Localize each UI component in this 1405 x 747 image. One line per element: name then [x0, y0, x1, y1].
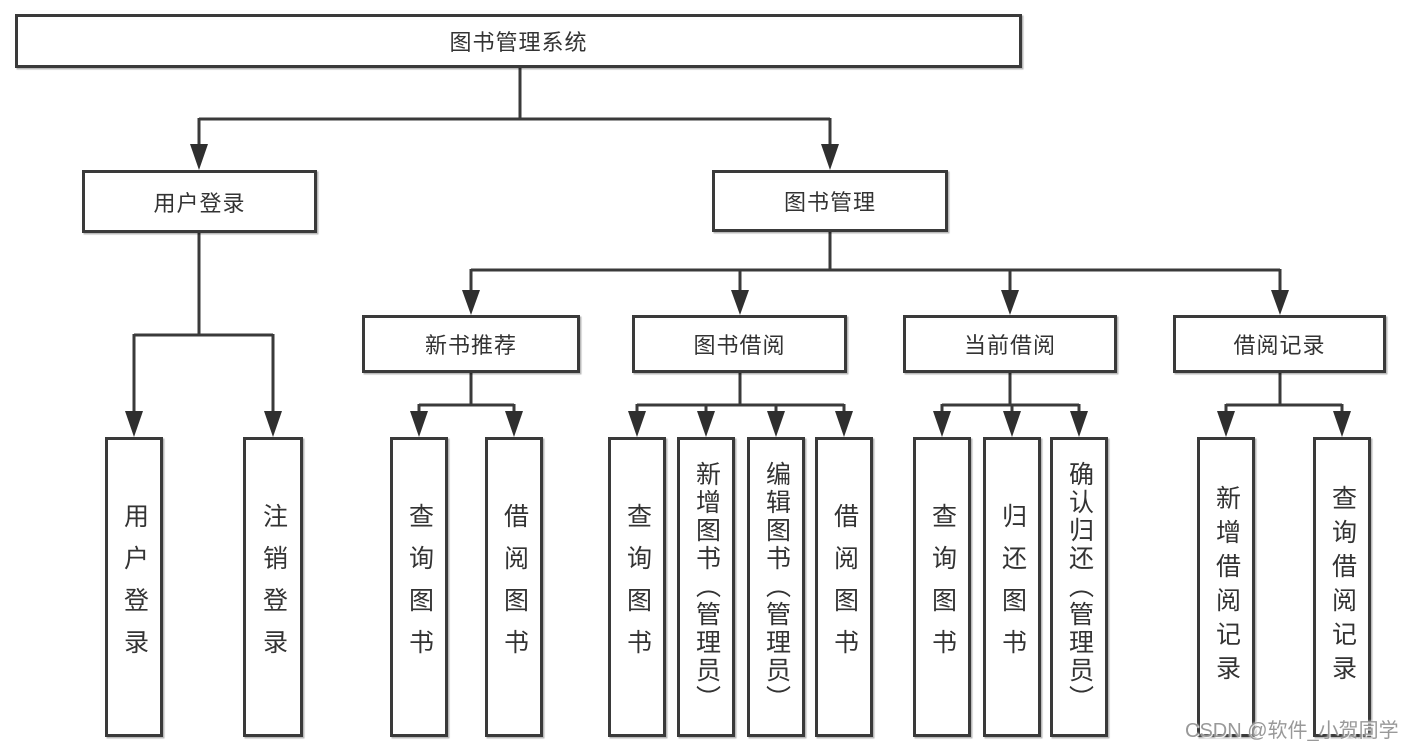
leaf-query-borrow-record-label: 查询借阅记录 — [1328, 485, 1357, 689]
csdn-watermark: CSDN @软件_小贺同学 — [1185, 720, 1399, 742]
leaf-borrow-books-borrow-label: 借阅图书 — [830, 503, 859, 671]
leaf-add-borrow-record: 新增借阅记录 — [1197, 437, 1255, 737]
node-user-login: 用户登录 — [82, 170, 317, 233]
leaf-user-login-label: 用户登录 — [120, 503, 149, 671]
leaf-query-books-borrow-label: 查询图书 — [623, 503, 652, 671]
leaf-add-borrow-record-label: 新增借阅记录 — [1212, 485, 1241, 689]
node-borrowing-records: 借阅记录 — [1173, 315, 1386, 373]
leaf-logout: 注销登录 — [243, 437, 303, 737]
leaf-confirm-return-admin: 确认归还（管理员） — [1050, 437, 1108, 737]
node-book-borrowing: 图书借阅 — [632, 315, 847, 373]
node-new-book-recommendation: 新书推荐 — [362, 315, 580, 373]
leaf-user-login: 用户登录 — [105, 437, 163, 737]
leaf-edit-books-admin: 编辑图书（管理员） — [747, 437, 805, 737]
leaf-query-books-current-label: 查询图书 — [928, 503, 957, 671]
leaf-return-books-label: 归还图书 — [998, 503, 1027, 671]
leaf-query-borrow-record: 查询借阅记录 — [1313, 437, 1371, 737]
leaf-add-books-admin: 新增图书（管理员） — [677, 437, 735, 737]
leaf-borrow-books-borrow: 借阅图书 — [815, 437, 873, 737]
node-library-management-system: 图书管理系统 — [15, 14, 1022, 68]
leaf-query-books-current: 查询图书 — [913, 437, 971, 737]
node-book-management: 图书管理 — [712, 170, 948, 232]
leaf-logout-label: 注销登录 — [259, 503, 288, 671]
leaf-query-books-borrow: 查询图书 — [608, 437, 666, 737]
leaf-borrow-books-recommend-label: 借阅图书 — [500, 503, 529, 671]
leaf-confirm-return-admin-label: 确认归还（管理员） — [1065, 461, 1094, 713]
leaf-add-books-admin-label: 新增图书（管理员） — [692, 461, 721, 713]
leaf-edit-books-admin-label: 编辑图书（管理员） — [762, 461, 791, 713]
node-current-borrowing: 当前借阅 — [903, 315, 1117, 373]
leaf-borrow-books-recommend: 借阅图书 — [485, 437, 543, 737]
leaf-query-books-recommend-label: 查询图书 — [405, 503, 434, 671]
leaf-query-books-recommend: 查询图书 — [390, 437, 448, 737]
leaf-return-books: 归还图书 — [983, 437, 1041, 737]
